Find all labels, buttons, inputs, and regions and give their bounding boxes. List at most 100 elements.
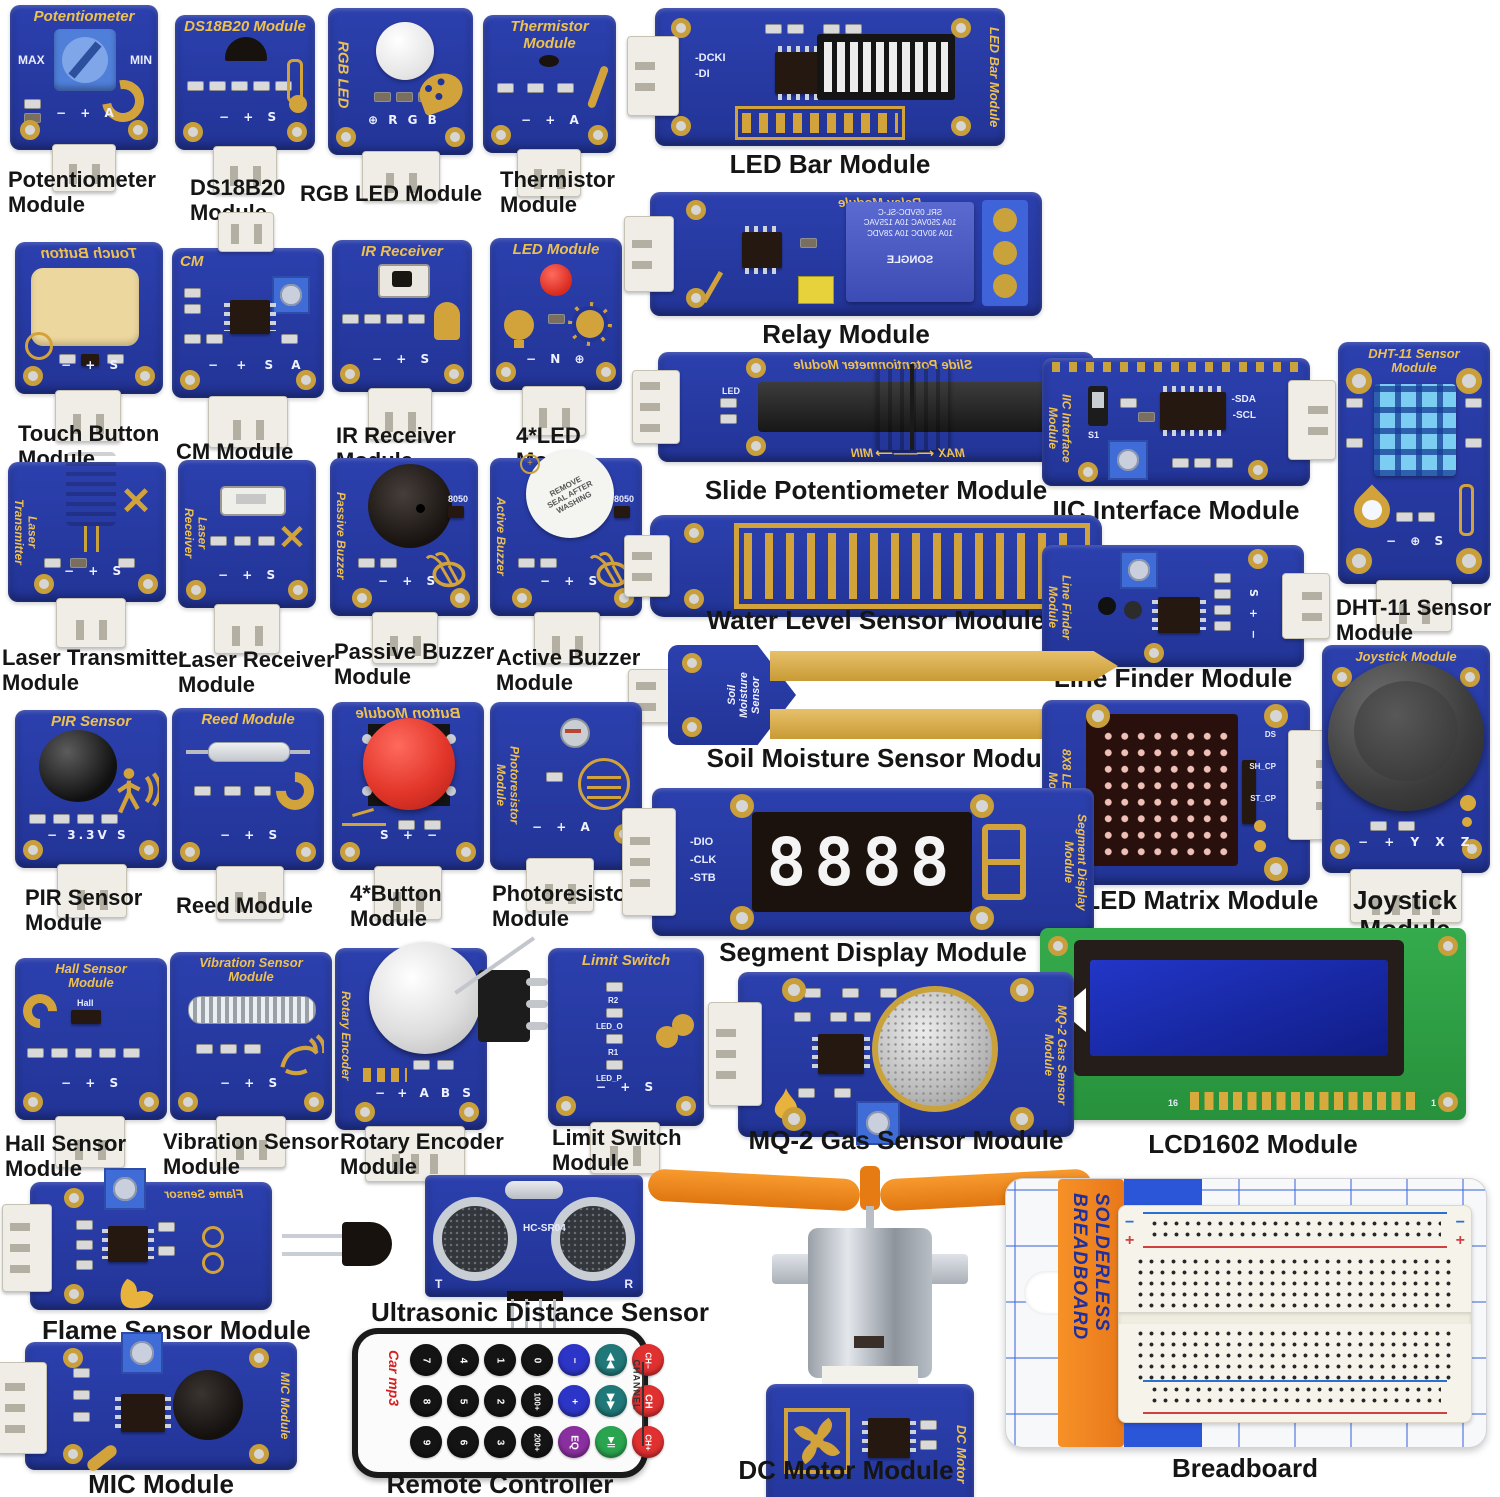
led-pad (202, 1252, 224, 1274)
board-title: Hall Sensor Module (55, 961, 127, 991)
dc-motor-board-front: DC Motor ⊙⊕⊖ (766, 1384, 974, 1497)
caption: Flame Sensor Module (42, 1315, 311, 1345)
connector (624, 535, 670, 597)
laser-leg (96, 526, 99, 552)
cm-board: CM − + S A (172, 212, 324, 448)
hole (782, 978, 806, 1002)
potentiometer-board: Potentiometer MAX MIN − + A (10, 5, 158, 192)
hole (64, 1284, 84, 1304)
caption: PIR Sensor Module (25, 885, 143, 935)
connector-top (218, 212, 274, 252)
hole (128, 120, 148, 140)
pin-marks: − + A (521, 113, 584, 127)
connector (526, 858, 594, 912)
header-pads (1052, 362, 1300, 372)
ldr-symbol-icon (578, 758, 630, 810)
caption: Photoresistor Module (492, 881, 636, 931)
laser-barrel (66, 452, 116, 526)
magnet-icon (268, 764, 322, 818)
hole (1332, 667, 1352, 687)
pin-label: ST_CP (1250, 794, 1276, 803)
pin-marks: S + − (1247, 589, 1260, 644)
package-label-strip: SOLDERLESS BREADBOARD (1058, 1179, 1124, 1447)
caption: Passive Buzzer Module (334, 639, 495, 689)
connector (1376, 580, 1452, 632)
thermometer-bulb (289, 95, 307, 113)
caption: RGB LED Module (300, 181, 483, 206)
remote-button-200+: 200+ (521, 1426, 553, 1458)
caption: MQ-2 Gas Sensor Module (748, 1125, 1064, 1155)
pin-marks: S + − (380, 828, 443, 842)
hole (23, 840, 43, 860)
soic-chip (224, 300, 276, 334)
hole (1144, 643, 1164, 663)
max-label: MAX (938, 445, 965, 460)
hole (970, 794, 994, 818)
dc-motor-module: DC Motor ⊙⊕⊖ (647, 1158, 1093, 1497)
connector (590, 1122, 660, 1174)
remote-button-−: − (558, 1344, 590, 1376)
x-icon: ✕ (120, 481, 152, 523)
caption: DHT-11 Sensor Module (1336, 595, 1492, 645)
board-title: LED Module (512, 241, 600, 258)
caption: Hall Sensor Module (5, 1131, 127, 1181)
gold-bar-graphic (735, 106, 905, 140)
hole (287, 122, 307, 142)
board-title: DC Motor (954, 1424, 969, 1484)
trimmer (104, 1168, 146, 1210)
probe-icon (586, 64, 610, 110)
connector (216, 866, 284, 920)
hole (1264, 857, 1288, 881)
photoresistor-board: Photoresistor Module − + A (490, 702, 642, 912)
connector (55, 1116, 125, 1168)
pad (1254, 820, 1266, 832)
segment-board: -DIO -CLK -STB 8888 Segment Display Modu… (622, 788, 1094, 936)
minus-mark: − (1455, 1214, 1465, 1231)
center-channel (1119, 1312, 1471, 1324)
remote-button-CH−: CH− (632, 1344, 664, 1376)
switch-pin (526, 1022, 548, 1030)
remote-button-8: 8 (410, 1385, 442, 1417)
driver-chip (1242, 760, 1256, 824)
remote-button-0: 0 (521, 1344, 553, 1376)
laser-tx-board: Laser Transmitter ✕ − + S (8, 452, 166, 648)
hole (951, 116, 971, 136)
lcd1602-board: 16 1 (1040, 928, 1466, 1120)
connector (628, 669, 672, 723)
min-label: MIN (851, 445, 874, 460)
thermistor-board: Thermistor Module − + A (483, 15, 616, 197)
mq2-board: MQ-2 Gas Sensor Module (708, 972, 1074, 1145)
caption: MIC Module (88, 1469, 234, 1497)
pin-marks: − + S (220, 1076, 283, 1090)
breadboard: − + − + (1118, 1205, 1472, 1423)
connector (55, 390, 121, 442)
transducer-r (551, 1197, 635, 1281)
reed-board: Reed Module − + S (172, 708, 324, 920)
board-title: Passive Buzzer (334, 492, 349, 580)
microphone (173, 1370, 243, 1440)
relay-board: Relay Module SRL 05VDC-SL-C 10A 250VAC 1… (624, 192, 1042, 316)
droplet-icon (1346, 484, 1398, 536)
hole (459, 1102, 479, 1122)
pir-dome (39, 730, 117, 802)
connector (627, 36, 679, 116)
pin-label: SH_CP (1249, 762, 1276, 771)
connector (708, 1002, 762, 1106)
hole (684, 589, 704, 609)
walking-man-icon (117, 768, 159, 814)
red-led (540, 264, 572, 296)
board-title: DHT-11 Sensor Module (1368, 346, 1460, 376)
iic-board: IIC Interface Module S1 -SDA -SCL (1042, 358, 1336, 486)
receiver-icon (434, 302, 460, 340)
lm393-chip (102, 1226, 154, 1262)
hole (249, 1444, 269, 1464)
caption: Limit Switch Module (552, 1125, 682, 1175)
trimmer (1108, 440, 1148, 480)
water-level-board (624, 515, 1102, 617)
rotary-board: Rotary Encoder − + A B S (335, 942, 487, 1182)
hole (355, 1102, 375, 1122)
caption: 4*Button Module (350, 881, 442, 931)
laser-leg (84, 526, 87, 552)
channel-bracket (636, 1362, 644, 1446)
connector (622, 808, 676, 916)
